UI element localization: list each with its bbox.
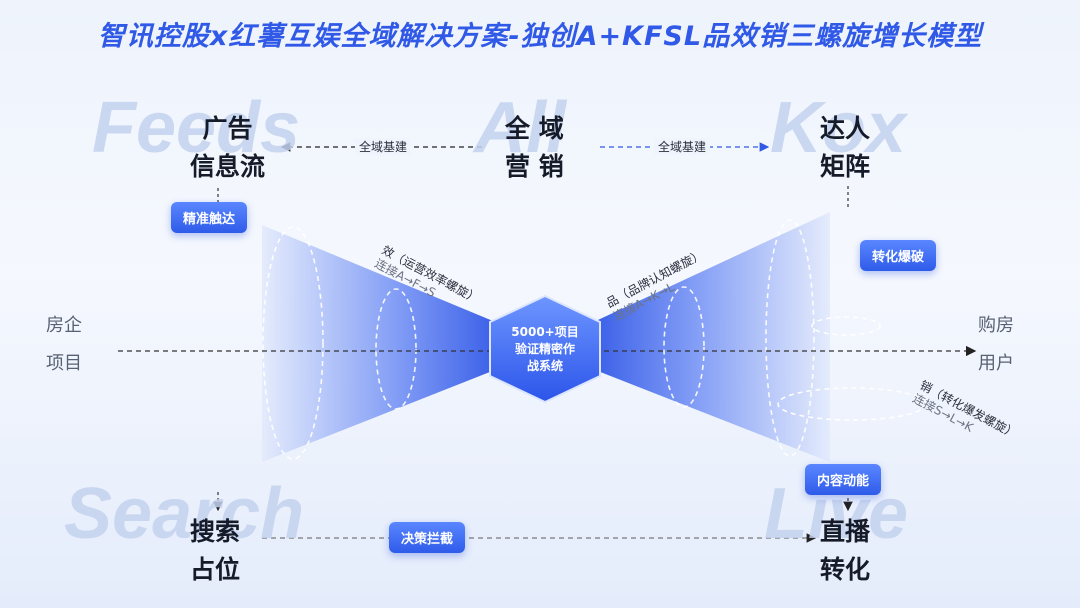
hub-line2: 验证精密作 xyxy=(514,342,575,356)
node-feeds-line2: 信息流 xyxy=(190,152,266,181)
watermark-all: All xyxy=(474,88,567,168)
edge-label-right: 全域基建 xyxy=(654,138,711,155)
edge-label-left: 全域基建 xyxy=(355,138,412,155)
node-search-line2: 占位 xyxy=(190,555,241,584)
hub-label: 5000+项目 验证精密作 战系统 xyxy=(490,324,600,375)
right-ring-flat xyxy=(777,387,927,421)
right-cone xyxy=(585,212,830,462)
page-title: 智讯控股x红薯互娱全域解决方案-独创A+KFSL品效销三螺旋增长模型 xyxy=(97,21,983,52)
node-all: 全 域 营 销 xyxy=(505,110,564,186)
badge-decision-intercept: 决策拦截 xyxy=(389,522,466,553)
watermark-search: Search xyxy=(64,474,305,554)
hub-hexagon xyxy=(489,294,601,404)
node-search: 搜索 占位 xyxy=(190,513,240,589)
side-left-line1: 房企 xyxy=(46,315,82,336)
side-left: 房企 项目 xyxy=(46,307,82,383)
node-live: 直播 转化 xyxy=(820,513,870,589)
side-right-line2: 用户 xyxy=(978,353,1014,374)
badge-conversion-burst: 转化爆破 xyxy=(860,240,937,271)
node-all-line2: 营 销 xyxy=(505,152,564,181)
badge-precise-reach: 精准触达 xyxy=(171,202,248,233)
side-right-line1: 购房 xyxy=(978,315,1014,336)
badge-content-momentum: 内容动能 xyxy=(805,464,882,495)
node-live-line2: 转化 xyxy=(820,555,871,584)
hub-line3: 战系统 xyxy=(526,359,563,373)
left-cone xyxy=(262,225,505,462)
node-search-line1: 搜索 xyxy=(190,517,241,546)
node-all-line1: 全 域 xyxy=(505,114,564,143)
right-ring-small xyxy=(811,316,881,336)
node-kox-line2: 矩阵 xyxy=(820,152,871,181)
watermark-feeds: Feeds xyxy=(92,88,301,168)
right-ring-inner xyxy=(663,286,705,408)
left-ring-inner xyxy=(375,288,417,410)
right-ring-outer xyxy=(765,219,815,457)
node-kox: 达人 矩阵 xyxy=(820,110,870,186)
hub-line1: 5000+项目 xyxy=(511,325,579,339)
side-right: 购房 用户 xyxy=(978,307,1014,383)
left-ring-outer xyxy=(262,226,324,460)
node-live-line1: 直播 xyxy=(820,517,871,546)
node-kox-line1: 达人 xyxy=(820,114,871,143)
watermark-kox: Kox xyxy=(770,88,907,168)
node-feeds: 广告 信息流 xyxy=(190,110,265,186)
node-feeds-line1: 广告 xyxy=(202,114,253,143)
side-left-line2: 项目 xyxy=(46,353,82,374)
